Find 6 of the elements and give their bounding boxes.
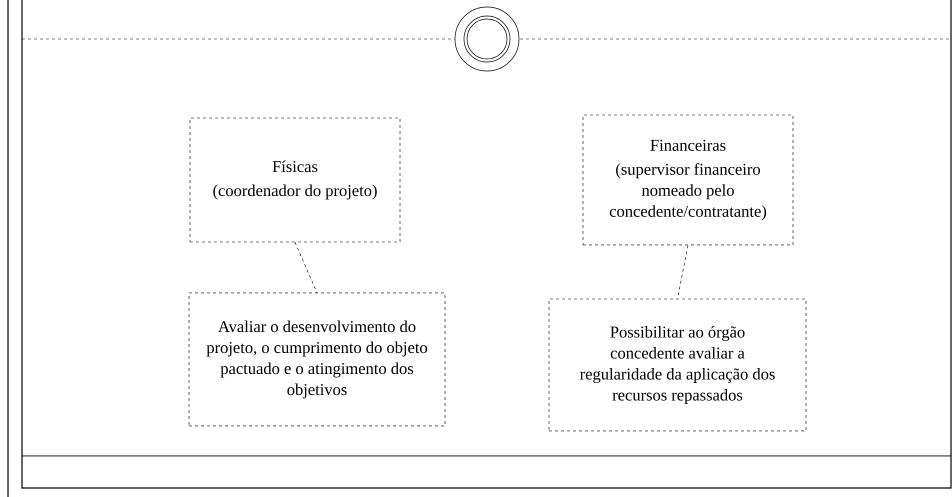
connector-line bbox=[294, 242, 318, 293]
connector-line bbox=[677, 244, 688, 299]
process-box: Avaliar o desenvolvimento do projeto, o cumprimento do objeto pactuado e o atingimento dos objetivos bbox=[188, 292, 446, 426]
process-box: Físicas (coordenador do projeto) bbox=[190, 118, 400, 242]
process-box: Possibilitar ao órgão concedente avaliar a regularidade da aplicação dos recursos repassados bbox=[548, 298, 806, 432]
process-box: Financeiras (supervisor financeiro nomeado pelo concedente/contratante) bbox=[582, 114, 794, 246]
